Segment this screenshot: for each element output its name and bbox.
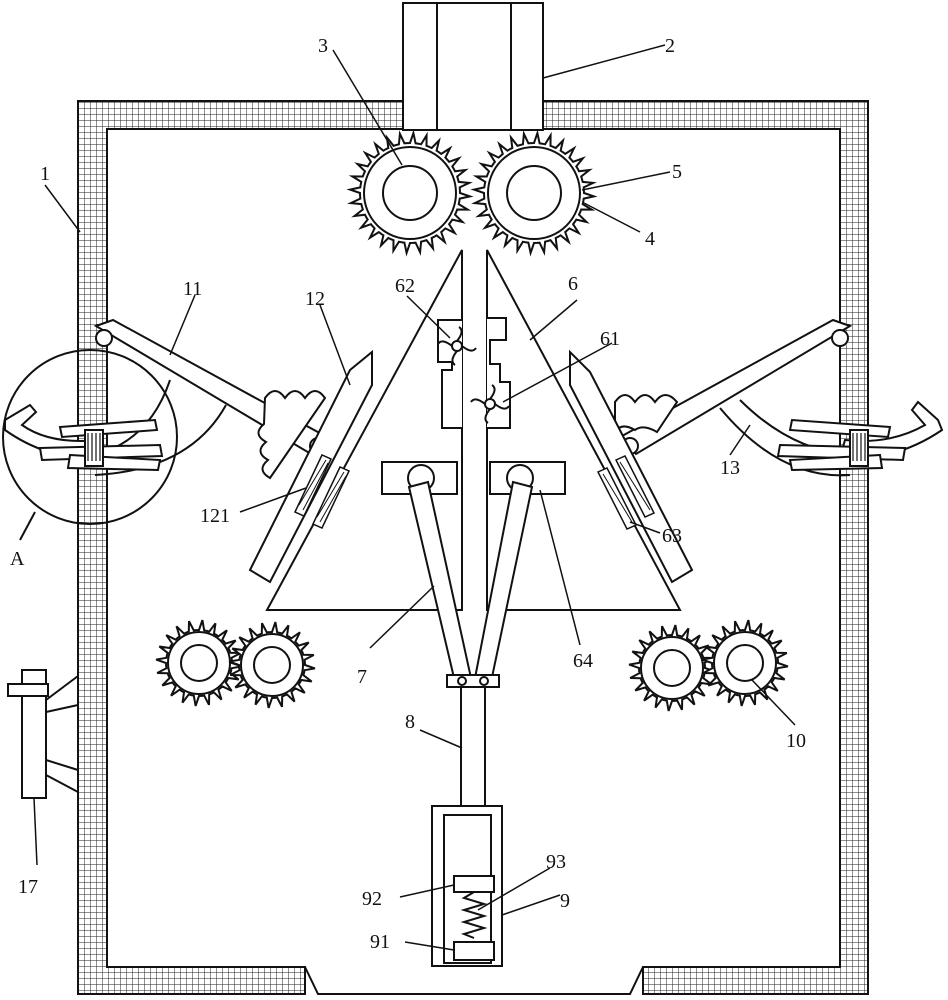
latch-left xyxy=(4,403,164,472)
callout-93: 93 xyxy=(546,851,566,873)
lower-gear-4 xyxy=(701,619,789,707)
callout-17: 17 xyxy=(18,876,38,898)
callout-91: 91 xyxy=(370,931,390,953)
callout-9: 9 xyxy=(560,890,570,912)
callout-63: 63 xyxy=(662,525,682,547)
leader-lines xyxy=(33,44,796,951)
callout-4: 4 xyxy=(645,228,655,250)
callout-12: 12 xyxy=(305,288,325,310)
wavy-plate-right xyxy=(614,394,679,436)
upper-gear-left xyxy=(346,129,474,257)
control-handle xyxy=(7,669,79,799)
swing-blade-left xyxy=(248,349,373,584)
detail-a-circle xyxy=(2,349,178,541)
callout-8: 8 xyxy=(405,711,415,733)
callout-13: 13 xyxy=(720,457,740,479)
upper-gear-right xyxy=(470,129,598,257)
callout-92: 92 xyxy=(362,888,382,910)
rocker-arm-right xyxy=(620,318,853,456)
callout-5: 5 xyxy=(672,161,682,183)
spring-cylinder xyxy=(431,805,503,967)
impeller-61-icon xyxy=(470,384,510,424)
callout-6: 6 xyxy=(568,273,578,295)
wavy-plate-left xyxy=(257,390,327,480)
callout-11: 11 xyxy=(183,278,202,300)
callout-labels: 1 2 3 4 5 6 61 62 63 64 7 8 9 91 92 93 1… xyxy=(10,35,806,953)
wear-strip-left xyxy=(293,454,351,529)
latch-right xyxy=(776,400,944,472)
callout-61: 61 xyxy=(600,328,620,350)
lower-gear-2 xyxy=(228,621,316,709)
callout-121: 121 xyxy=(200,505,230,527)
lower-gear-1 xyxy=(155,619,243,707)
callout-7: 7 xyxy=(357,666,367,688)
impeller-62-icon xyxy=(437,326,477,366)
callout-2: 2 xyxy=(665,35,675,57)
wear-strip-right xyxy=(596,455,656,530)
lower-gear-3 xyxy=(628,624,716,712)
callout-3: 3 xyxy=(318,35,328,57)
outlet-funnel xyxy=(304,966,644,995)
callout-62: 62 xyxy=(395,275,415,297)
callout-1: 1 xyxy=(40,163,50,185)
callout-64: 64 xyxy=(573,650,593,672)
feed-inlet xyxy=(402,2,544,131)
central-column xyxy=(437,250,511,610)
callout-A: A xyxy=(10,548,25,570)
callout-10: 10 xyxy=(786,730,806,752)
